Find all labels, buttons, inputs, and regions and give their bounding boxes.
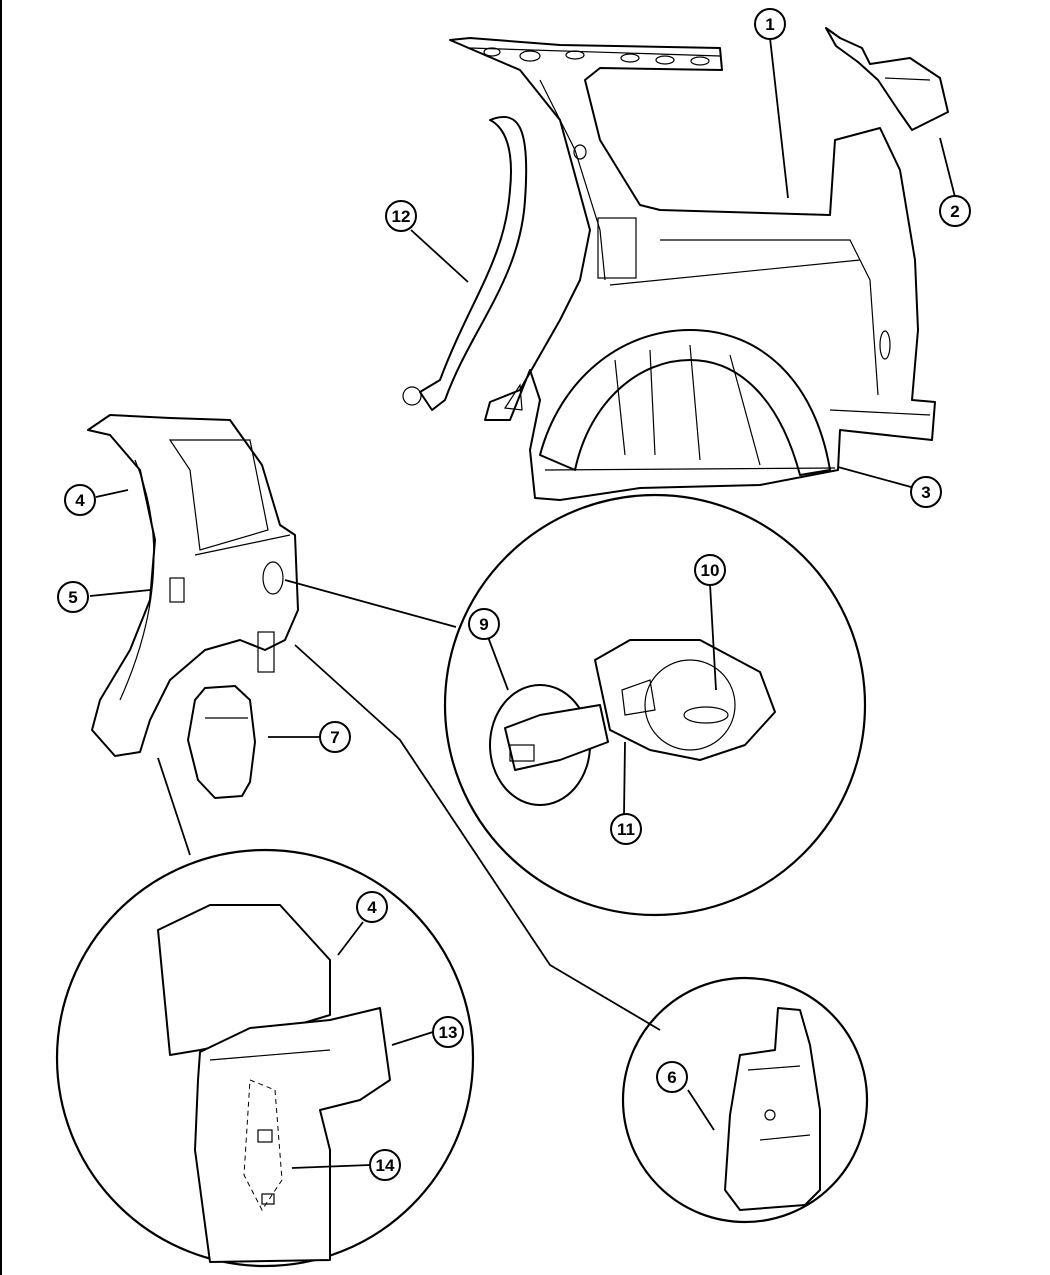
callout-number: 11 xyxy=(617,820,635,839)
callout-number: 3 xyxy=(921,483,930,502)
callout-circle xyxy=(468,608,500,640)
callout-number: 1 xyxy=(765,15,774,34)
detail-connector-lines xyxy=(157,579,661,1031)
callout-4b: 4 xyxy=(356,891,388,923)
pillar-reinforcement-detail xyxy=(55,848,475,1268)
callout-2: 2 xyxy=(939,195,971,227)
callout-circle xyxy=(694,554,726,586)
callout-6: 6 xyxy=(656,1061,688,1093)
callout-14: 14 xyxy=(369,1149,401,1181)
callout-number: 4 xyxy=(367,898,377,917)
fuel-door-detail xyxy=(443,493,867,917)
callout-number: 6 xyxy=(667,1068,676,1087)
callout-circle xyxy=(939,195,971,227)
quarter-outer-panel xyxy=(87,414,299,757)
callout-number: 10 xyxy=(701,561,720,580)
callout-circle xyxy=(64,484,96,516)
quarter-inner-panel-assembly xyxy=(449,37,936,501)
callout-5: 5 xyxy=(57,581,89,613)
quarter-pillar-strip xyxy=(402,115,528,411)
panel-brace-detail xyxy=(621,976,869,1224)
callout-10: 10 xyxy=(694,554,726,586)
callout-number: 14 xyxy=(376,1156,395,1175)
callout-7: 7 xyxy=(319,721,351,753)
callout-circle xyxy=(319,721,351,753)
silencer-pad xyxy=(187,685,256,799)
callout-number: 5 xyxy=(68,588,77,607)
callout-13: 13 xyxy=(432,1016,464,1048)
leader-lines xyxy=(89,37,956,1169)
callout-12: 12 xyxy=(385,200,417,232)
callout-circle xyxy=(754,8,786,40)
callout-number: 9 xyxy=(479,615,488,634)
callout-circle xyxy=(610,813,642,845)
callout-circle xyxy=(656,1061,688,1093)
callout-1: 1 xyxy=(754,8,786,40)
page-left-border xyxy=(0,0,2,1275)
bracket-upper-right xyxy=(825,27,949,131)
callout-11: 11 xyxy=(610,813,642,845)
callout-number: 13 xyxy=(439,1023,458,1042)
callout-circle xyxy=(432,1016,464,1048)
callout-9: 9 xyxy=(468,608,500,640)
callout-3: 3 xyxy=(910,476,942,508)
callout-circle xyxy=(57,581,89,613)
callout-number: 12 xyxy=(392,207,411,226)
callout-circle xyxy=(910,476,942,508)
callout-circle xyxy=(385,200,417,232)
callout-number: 2 xyxy=(950,202,959,221)
wheelhouse-inner xyxy=(539,329,836,476)
callout-number: 7 xyxy=(330,728,339,747)
callout-4a: 4 xyxy=(64,484,96,516)
callout-circle xyxy=(369,1149,401,1181)
callout-circle xyxy=(356,891,388,923)
callout-number: 4 xyxy=(75,491,85,510)
